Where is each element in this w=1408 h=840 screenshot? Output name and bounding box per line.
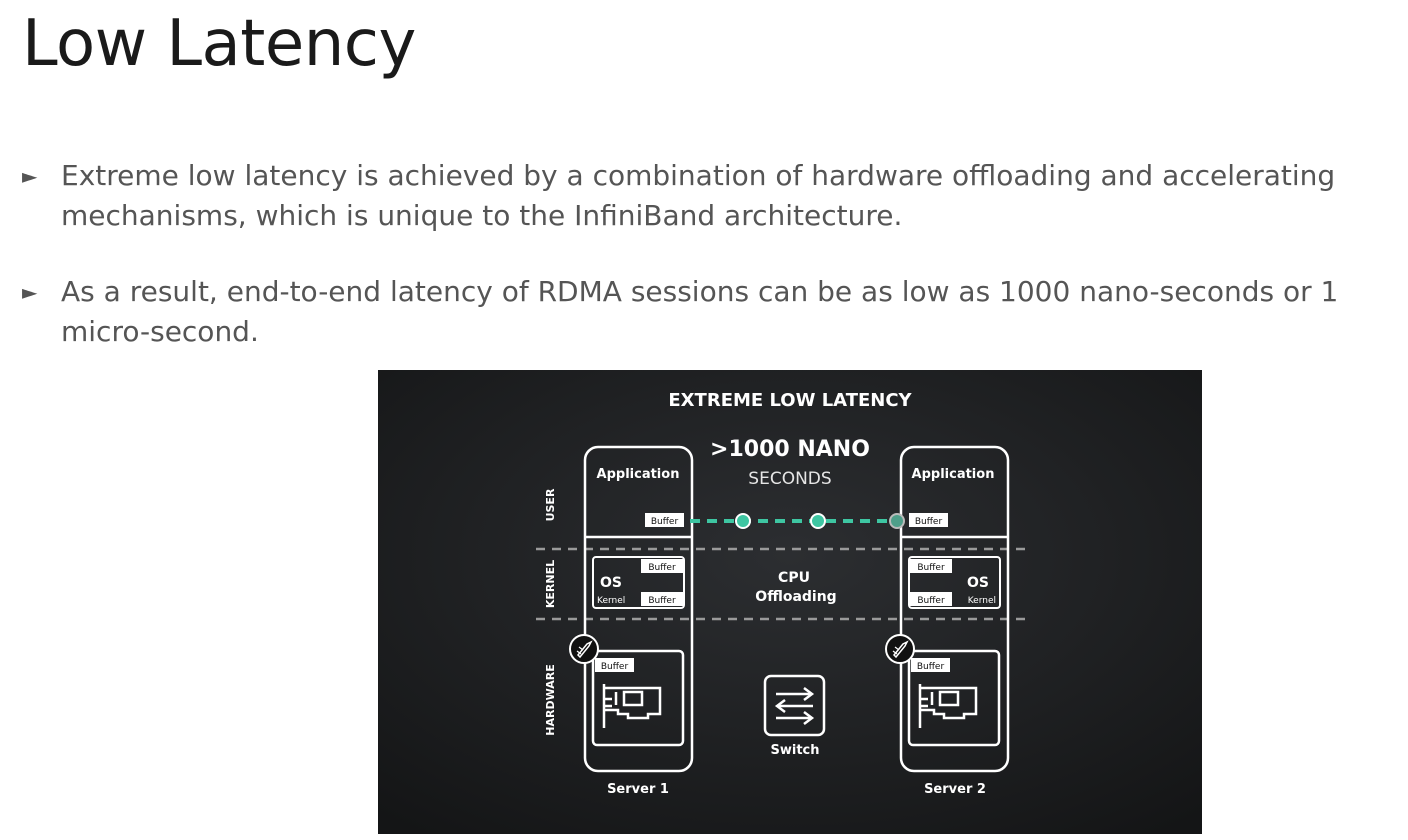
server-2-nic-buffer [911, 658, 950, 672]
diagram-background [378, 370, 1202, 834]
rocket-icon [569, 634, 599, 664]
server-2-nic-buffer-label: Buffer [917, 662, 945, 672]
triangle-bullet-icon: ► [22, 280, 38, 304]
latency-unit: SECONDS [748, 469, 831, 489]
bullet-item-1: ► Extreme low latency is achieved by a c… [22, 156, 1402, 236]
latency-diagram: EXTREME LOW LATENCY >1000 NANO SECONDS U… [378, 370, 1202, 834]
server-1: Application Buffer Buffer OS Kernel Buff… [569, 445, 694, 797]
server-2-os-buffer-top-label: Buffer [917, 563, 945, 573]
data-path-node [889, 513, 905, 529]
bullet-list: ► Extreme low latency is achieved by a c… [22, 156, 1402, 352]
server-1-name: Server 1 [607, 782, 669, 797]
diagram-heading: EXTREME LOW LATENCY [668, 390, 912, 411]
server-1-os-buffer-top-label: Buffer [648, 563, 676, 573]
server-2-os-buffer-top [910, 559, 952, 573]
switch-icon [763, 674, 826, 737]
server-1-frame [583, 445, 694, 773]
data-path-node [810, 513, 826, 529]
server-2-kernel-label: Kernel [968, 596, 996, 606]
network-card-icon [602, 684, 662, 728]
cpu-offloading-line-2: Offloading [755, 589, 836, 605]
server-2-frame [899, 445, 1010, 773]
server-1-nic-buffer-label: Buffer [601, 662, 629, 672]
server-2-nic-box [907, 649, 1001, 747]
network-card-icon [918, 684, 978, 728]
server-2-user-buffer [909, 513, 948, 527]
server-2-name: Server 2 [924, 782, 986, 797]
layer-label-hardware: HARDWARE [544, 664, 557, 735]
server-2: Application Buffer Buffer OS Buffer Kern… [885, 445, 1010, 797]
layer-label-kernel: KERNEL [544, 560, 557, 608]
server-2-os-buffer-bottom [910, 592, 952, 606]
server-1-user-buffer [645, 513, 684, 527]
server-1-app-label: Application [597, 467, 680, 482]
server-2-os-buffer-bottom-label: Buffer [917, 596, 945, 606]
server-1-os-buffer-bottom-label: Buffer [648, 596, 676, 606]
server-1-os-buffer-top [641, 559, 683, 573]
server-1-nic-buffer [595, 658, 634, 672]
bullet-text-2: As a result, end-to-end latency of RDMA … [61, 275, 1339, 348]
server-2-user-buffer-label: Buffer [915, 517, 943, 527]
triangle-bullet-icon: ► [22, 164, 38, 188]
layer-label-user: USER [544, 488, 557, 521]
latency-value: >1000 NANO [710, 437, 870, 462]
server-2-os-label: OS [967, 575, 989, 591]
bullet-text-1: Extreme low latency is achieved by a com… [61, 159, 1336, 232]
server-1-os-label: OS [600, 575, 622, 591]
server-2-app-label: Application [912, 467, 995, 482]
bullet-item-2: ► As a result, end-to-end latency of RDM… [22, 272, 1402, 352]
server-1-os-box [592, 556, 685, 609]
server-1-os-buffer-bottom [641, 592, 683, 606]
data-path-node [735, 513, 751, 529]
rocket-icon [885, 634, 915, 664]
server-1-nic-box [591, 649, 685, 747]
server-1-user-buffer-label: Buffer [651, 517, 679, 527]
page-title: Low Latency [22, 7, 416, 81]
server-2-os-box [908, 556, 1001, 609]
cpu-offloading-line-1: CPU [778, 570, 810, 586]
switch-label: Switch [770, 743, 819, 758]
server-1-kernel-label: Kernel [597, 596, 625, 606]
